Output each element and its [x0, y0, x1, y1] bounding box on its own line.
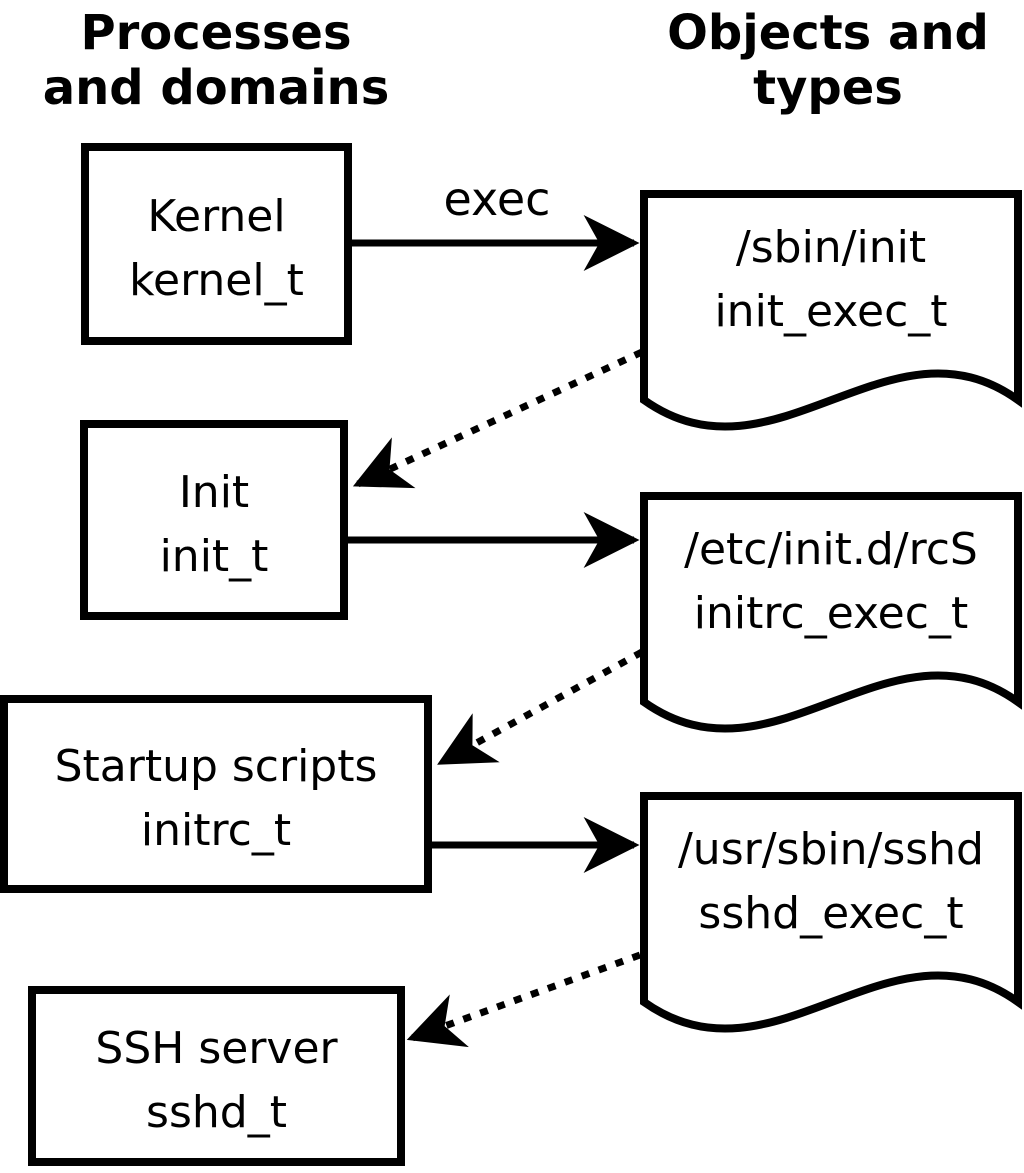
- transition-arrow-sshd-exec-to-sshd: [406, 951, 642, 1048]
- document-shape: [640, 792, 1022, 1033]
- object-type: sshd_exec_t: [698, 888, 964, 939]
- object-doc-usr-sbin-sshd: /usr/sbin/sshd sshd_exec_t: [640, 792, 1022, 1042]
- process-name: SSH server: [95, 1023, 338, 1074]
- process-domain: init_t: [159, 531, 269, 582]
- left-column-header: Processes and domains: [42, 5, 390, 116]
- document-shape: [640, 492, 1022, 733]
- object-doc-sbin-init: /sbin/init init_exec_t: [640, 190, 1022, 440]
- process-domain: sshd_t: [146, 1087, 287, 1138]
- process-name: Init: [178, 467, 250, 518]
- transition-arrow-init-exec-to-init: [352, 348, 644, 489]
- process-name: Startup scripts: [54, 741, 378, 792]
- object-doc-etc-initd-rcs: /etc/init.d/rcS initrc_exec_t: [640, 492, 1022, 742]
- process-box-startup-scripts: Startup scripts initrc_t: [0, 695, 432, 893]
- process-name: Kernel: [147, 191, 286, 242]
- object-type: init_exec_t: [714, 286, 948, 337]
- document-shape: [640, 190, 1022, 431]
- exec-arrow-label: exec: [443, 172, 551, 226]
- right-column-header: Objects and types: [667, 5, 989, 116]
- process-domain: kernel_t: [129, 255, 304, 306]
- process-box-init: Init init_t: [80, 420, 348, 620]
- transition-arrow-initrc-exec-to-initrc: [437, 648, 644, 766]
- process-box-kernel: Kernel kernel_t: [81, 143, 352, 345]
- object-path: /usr/sbin/sshd: [677, 824, 984, 875]
- process-box-ssh-server: SSH server sshd_t: [28, 986, 405, 1166]
- object-type: initrc_exec_t: [693, 588, 969, 639]
- object-path: /etc/init.d/rcS: [684, 524, 978, 575]
- process-domain: initrc_t: [140, 805, 292, 856]
- object-path: /sbin/init: [735, 222, 927, 273]
